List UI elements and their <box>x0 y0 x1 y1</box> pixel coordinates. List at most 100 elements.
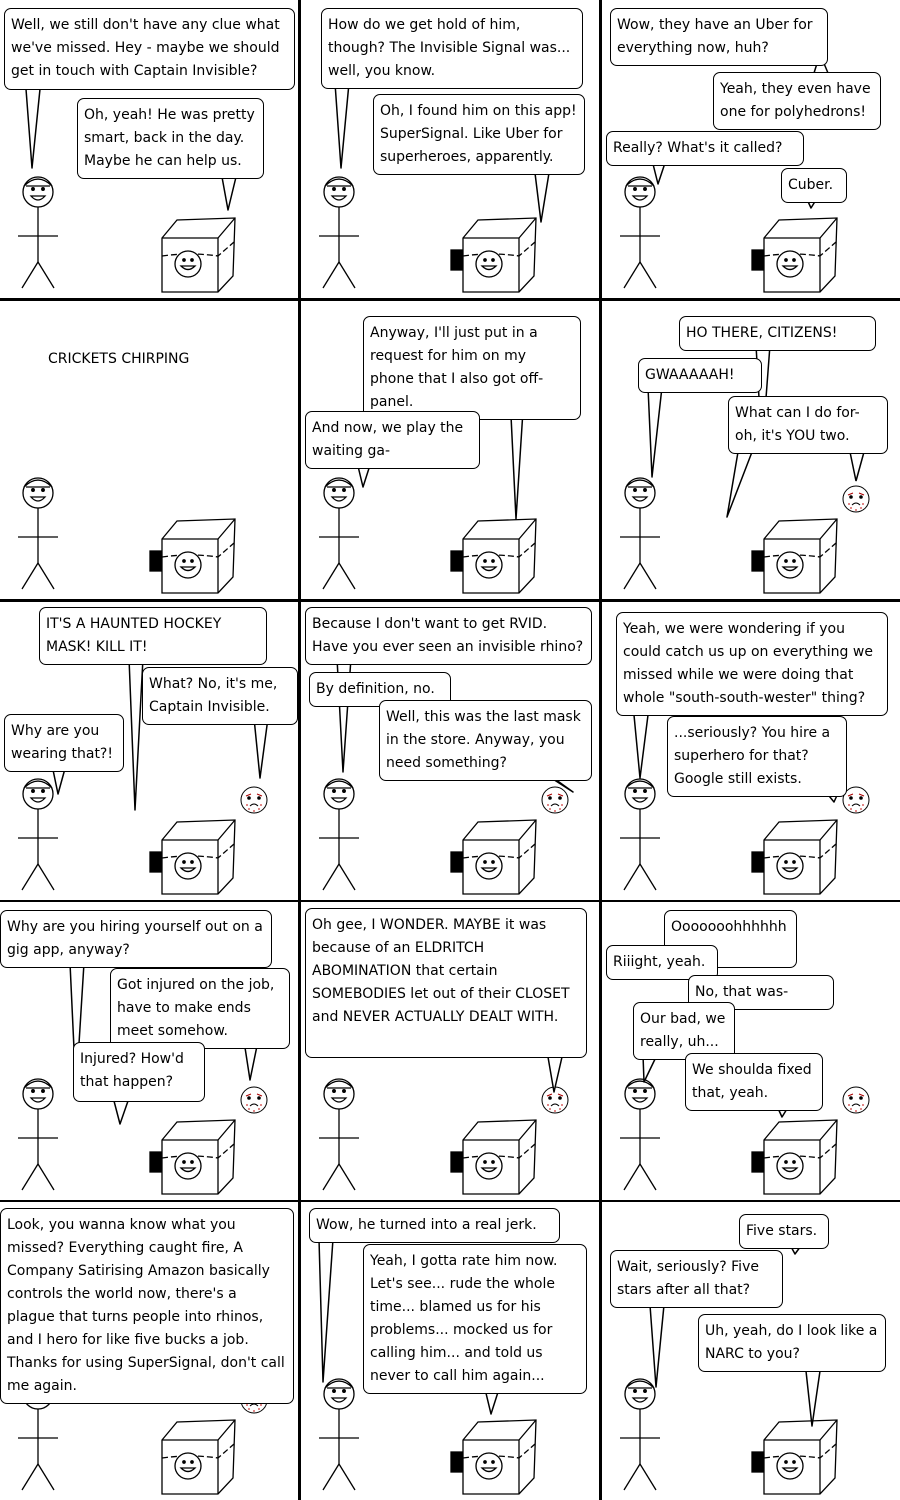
hockey-mask-icon <box>240 786 268 814</box>
stick-figure <box>319 778 359 891</box>
panel-gutter <box>0 298 900 302</box>
speech-bubble: Anyway, I'll just put in a request for h… <box>363 316 581 420</box>
hockey-mask-icon <box>541 1086 569 1114</box>
hockey-mask-icon <box>842 485 870 513</box>
speech-tail <box>642 1054 658 1083</box>
cube-character <box>161 217 236 293</box>
comic-panel-10: Why are you hiring yourself out on a gig… <box>0 902 298 1200</box>
speech-bubble: Five stars. <box>739 1214 829 1249</box>
hockey-mask-icon <box>541 786 569 814</box>
stick-figure <box>18 778 58 891</box>
cube-character <box>751 217 838 293</box>
speech-tail <box>534 172 550 223</box>
cube-character <box>450 518 537 594</box>
speech-bubble: Because I don't want to get RVID. Have y… <box>305 607 592 665</box>
stick-figure <box>18 477 58 590</box>
cube-character <box>751 1119 838 1195</box>
cube-character <box>149 1119 236 1195</box>
speech-bubble: Oh, yeah! He was pretty smart, back in t… <box>77 98 264 179</box>
panel-art <box>319 1056 569 1195</box>
speech-bubble: How do we get hold of him, though? The I… <box>321 8 583 89</box>
speech-bubble: Why are you wearing that?! <box>4 714 124 772</box>
speech-bubble: HO THERE, CITIZENS! <box>679 316 876 351</box>
speech-bubble: Injured? How'd that happen? <box>73 1042 205 1102</box>
comic-panel-7: IT'S A HAUNTED HOCKEY MASK! KILL IT!What… <box>0 602 298 900</box>
panel-art <box>620 1054 870 1195</box>
speech-bubble: ...seriously? You hire a superhero for t… <box>667 716 847 797</box>
speech-tail <box>484 1388 500 1415</box>
speech-tail <box>649 1304 665 1388</box>
panel-art <box>18 657 269 895</box>
sound-caption: CRICKETS CHIRPING <box>48 351 190 367</box>
speech-tail <box>253 717 269 779</box>
comic-panel-13: Look, you wanna know what you missed? Ev… <box>0 1202 298 1500</box>
stick-figure <box>620 778 660 891</box>
panel-gutter <box>0 899 900 903</box>
speech-tail <box>334 82 350 169</box>
speech-tail <box>509 394 525 520</box>
speech-bubble: We shoulda fixed that, yeah. <box>685 1053 823 1111</box>
speech-bubble: Uh, yeah, do I look like a NARC to you? <box>698 1314 886 1372</box>
speech-bubble: Riiight, yeah. <box>606 945 718 980</box>
comic-panel-15: Five stars.Wait, seriously? Five stars a… <box>602 1202 900 1500</box>
speech-bubble: IT'S A HAUNTED HOCKEY MASK! KILL IT! <box>39 607 267 665</box>
speech-tail <box>651 159 667 185</box>
comic-panel-5: Anyway, I'll just put in a request for h… <box>301 301 599 599</box>
speech-bubble: GWAAAAAH! <box>638 358 762 393</box>
stick-figure <box>620 1078 660 1191</box>
speech-tail <box>726 451 753 518</box>
comic-panel-1: Well, we still don't have any clue what … <box>0 0 298 298</box>
speech-tail <box>243 1040 259 1081</box>
panel-art <box>620 344 870 594</box>
speech-bubble: Oh, I found him on this app! SuperSignal… <box>373 94 585 175</box>
panel-art <box>18 477 236 594</box>
stick-figure <box>319 176 359 289</box>
speech-tail <box>547 1056 563 1093</box>
speech-tail <box>128 657 144 811</box>
panel-art <box>18 962 268 1195</box>
panel-art <box>319 82 550 293</box>
speech-bubble: And now, we play the waiting ga- <box>305 411 480 469</box>
speech-tail <box>805 1370 821 1427</box>
cube-character <box>450 217 537 293</box>
speech-tail <box>51 764 67 795</box>
cube-character <box>450 1119 537 1195</box>
cube-character <box>751 819 838 895</box>
cube-character <box>161 1419 236 1495</box>
speech-tail <box>318 1238 334 1383</box>
speech-bubble: Really? What's it called? <box>606 131 804 166</box>
comic-panel-8: Because I don't want to get RVID. Have y… <box>301 602 599 900</box>
speech-bubble: Yeah, they even have one for polyhedrons… <box>713 72 881 130</box>
cube-character <box>751 518 838 594</box>
comic-panel-4: CRICKETS CHIRPING <box>0 301 298 599</box>
speech-bubble: Yeah, we were wondering if you could cat… <box>616 612 888 716</box>
panel-art <box>620 1242 838 1495</box>
speech-bubble: Our bad, we really, uh... <box>633 1002 735 1060</box>
panel-gutter <box>0 1199 900 1203</box>
hockey-mask-icon <box>842 1086 870 1114</box>
speech-bubble: Well, this was the last mask in the stor… <box>379 700 592 781</box>
speech-tail <box>647 386 663 478</box>
speech-bubble: What? No, it's me, Captain Invisible. <box>142 667 298 725</box>
comic-panel-6: HO THERE, CITIZENS!GWAAAAAH!What can I d… <box>602 301 900 599</box>
stick-figure <box>620 176 660 289</box>
stick-figure <box>319 1378 359 1491</box>
comic-panel-3: Wow, they have an Uber for everything no… <box>602 0 900 298</box>
speech-bubble: Wow, he turned into a real jerk. <box>309 1208 560 1243</box>
speech-tail <box>849 451 865 482</box>
cube-character <box>149 518 236 594</box>
panel-art <box>319 394 537 594</box>
panel-art <box>318 1238 537 1495</box>
speech-tail <box>113 1100 129 1125</box>
comic-panel-2: How do we get hold of him, though? The I… <box>301 0 599 298</box>
panel-gutter <box>298 0 302 1500</box>
speech-bubble: Cuber. <box>781 168 847 203</box>
cube-character <box>450 819 537 895</box>
stick-figure <box>620 1378 660 1491</box>
speech-bubble: Why are you hiring yourself out on a gig… <box>0 910 272 968</box>
speech-bubble: Yeah, I gotta rate him now. Let's see...… <box>363 1244 587 1394</box>
speech-bubble: Well, we still don't have any clue what … <box>4 8 295 90</box>
stick-figure <box>319 1078 359 1191</box>
speech-bubble: Look, you wanna know what you missed? Ev… <box>0 1208 294 1404</box>
